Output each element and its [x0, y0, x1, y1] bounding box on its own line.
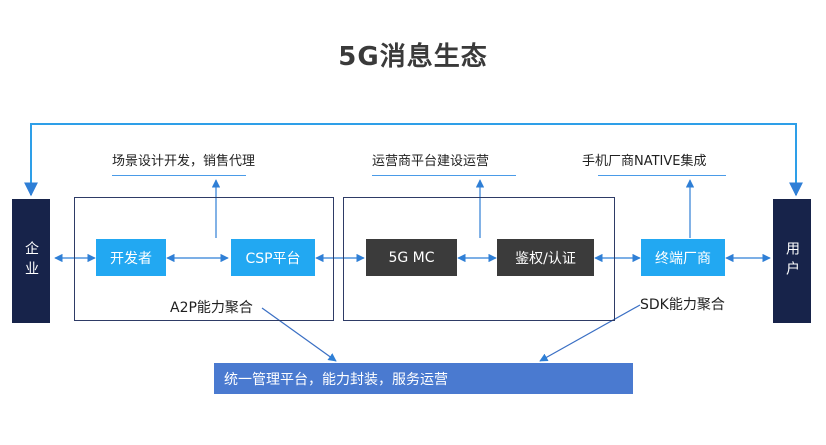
diagram-title: 5G消息生态 [338, 42, 488, 72]
user-node: 用户 [773, 199, 811, 323]
developer-label: 开发者 [110, 250, 152, 267]
enterprise-label: 企业 [23, 241, 39, 281]
5g-mc-box: 5G MC [366, 239, 457, 276]
arrow-sdk-platform [539, 304, 641, 362]
top-label-right-underline [598, 175, 726, 176]
arrow-a2p-platform [261, 307, 337, 362]
a2p-label: A2P能力聚合 [170, 300, 253, 316]
auth-box: 鉴权/认证 [497, 239, 594, 276]
auth-label: 鉴权/认证 [515, 250, 576, 267]
user-label: 用户 [784, 241, 800, 281]
vendor-label: 终端厂商 [655, 250, 711, 267]
unified-platform-bar: 统一管理平台，能力封装，服务运营 [214, 363, 633, 394]
developer-box: 开发者 [96, 239, 166, 276]
vendor-box: 终端厂商 [641, 239, 725, 276]
a2p-group-frame [74, 197, 334, 321]
csp-platform-box: CSP平台 [231, 239, 315, 276]
top-label-middle: 运营商平台建设运营 [372, 154, 490, 169]
sdk-label: SDK能力聚合 [640, 297, 725, 313]
5g-mc-label: 5G MC [388, 249, 435, 266]
enterprise-node: 企业 [12, 199, 50, 323]
csp-platform-label: CSP平台 [245, 250, 301, 267]
unified-platform-label: 统一管理平台，能力封装，服务运营 [224, 371, 448, 388]
top-loop-line [24, 123, 803, 197]
top-label-left-underline [112, 175, 246, 176]
top-label-middle-underline [372, 175, 516, 176]
operator-group-frame [343, 197, 615, 321]
top-label-left: 场景设计开发，销售代理 [112, 154, 256, 169]
top-label-right: 手机厂商NATIVE集成 [582, 154, 707, 169]
